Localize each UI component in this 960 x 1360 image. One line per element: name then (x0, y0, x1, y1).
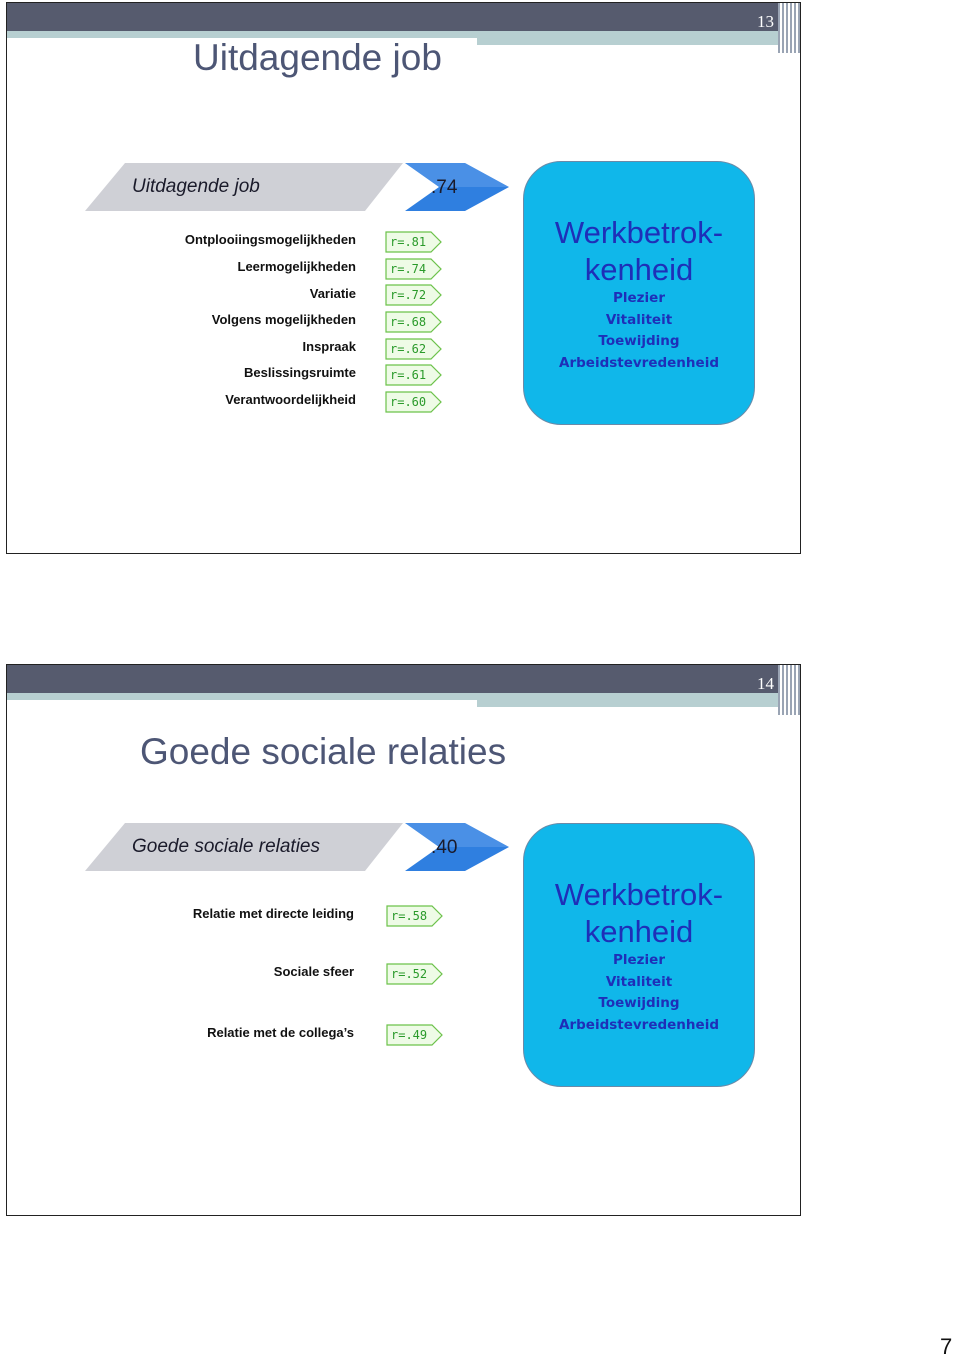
header-accent-band (7, 31, 790, 38)
outcome-item: Vitaliteit (605, 311, 673, 328)
outcome-box: Werkbetrok- kenheid Plezier Vitaliteit T… (523, 161, 755, 425)
factor-label: Relatie met directe leiding (192, 906, 354, 921)
correlation-tag: r=.72 (385, 284, 443, 306)
header-stripes (778, 665, 800, 715)
header-accent-band (7, 693, 790, 700)
correlation-arrow: .40 (405, 823, 511, 871)
correlation-tag-text: r=.58 (391, 909, 428, 923)
correlation-tag-text: r=.61 (390, 368, 427, 382)
banner-label: Goede sociale relaties (132, 836, 320, 857)
outcome-title-line: Werkbetrok- (554, 215, 724, 250)
banner-shape (85, 823, 403, 871)
factor-label: Relatie met de collega’s (207, 1025, 354, 1040)
correlation-tag: r=.60 (385, 391, 443, 413)
correlation-tag-text: r=.72 (390, 288, 427, 302)
outcome-item: Arbeidstevredenheid (559, 1016, 719, 1033)
factor-label: Ontplooiingsmogelijkheden (184, 232, 356, 247)
outcome-title-line: kenheid (584, 252, 694, 287)
arrow-shape (405, 163, 509, 211)
correlation-value: .40 (431, 837, 458, 858)
header-band (7, 665, 790, 693)
page-number: 7 (940, 1334, 953, 1359)
outcome-title-line: Werkbetrok- (554, 877, 724, 912)
slide-number: 14 (757, 674, 774, 693)
header-band (7, 3, 790, 31)
banner-shape (85, 163, 403, 211)
correlation-tag-text: r=.81 (390, 235, 427, 249)
factor-label: Sociale sfeer (273, 964, 354, 979)
correlation-tag: r=.52 (386, 963, 444, 985)
factor-label: Beslissingsruimte (244, 365, 356, 380)
correlation-tag: r=.74 (385, 258, 443, 280)
correlation-tag: r=.61 (385, 364, 443, 386)
correlation-arrow: .74 (405, 163, 511, 211)
header-stripes (778, 3, 800, 53)
slide-number: 13 (757, 12, 774, 31)
correlation-tag: r=.49 (386, 1024, 444, 1046)
outcome-item: Toewijding (598, 995, 680, 1011)
factor-banner: Goede sociale relaties (85, 823, 405, 871)
factor-label: Leermogelijkheden (237, 259, 356, 274)
outcome-item: Vitaliteit (605, 973, 673, 990)
correlation-tag-text: r=.74 (390, 262, 427, 276)
factor-label: Verantwoordelijkheid (225, 392, 356, 407)
correlation-tag: r=.58 (386, 905, 444, 927)
correlation-tag-text: r=.68 (390, 315, 427, 329)
factor-label: Variatie (309, 286, 356, 301)
outcome-item: Toewijding (598, 333, 680, 349)
slide-14: 14 Goede sociale relaties Goede sociale … (6, 664, 801, 1216)
correlation-tag: r=.81 (385, 231, 443, 253)
factor-label: Inspraak (302, 339, 356, 354)
banner-label: Uitdagende job (132, 176, 260, 197)
slide-title: Uitdagende job (193, 37, 442, 78)
header-accent-band-short (477, 700, 790, 707)
correlation-tag: r=.68 (385, 311, 443, 333)
factor-label: Volgens mogelijkheden (211, 312, 356, 327)
outcome-box: Werkbetrok- kenheid Plezier Vitaliteit T… (523, 823, 755, 1087)
arrow-shape (405, 823, 509, 871)
correlation-tag-text: r=.60 (390, 395, 427, 409)
correlation-tag-text: r=.49 (391, 1028, 428, 1042)
correlation-tag: r=.62 (385, 338, 443, 360)
outcome-title: Werkbetrok- kenheid (524, 876, 754, 950)
correlation-tag-text: r=.52 (391, 967, 428, 981)
outcome-item: Arbeidstevredenheid (559, 354, 719, 371)
correlation-tag-text: r=.62 (390, 342, 427, 356)
header-accent-band-short (477, 38, 790, 45)
outcome-item: Plezier (613, 290, 665, 306)
outcome-title: Werkbetrok- kenheid (524, 214, 754, 288)
slide-title: Goede sociale relaties (140, 731, 507, 772)
correlation-value: .74 (431, 177, 458, 198)
factor-banner: Uitdagende job (85, 163, 405, 211)
outcome-item: Plezier (613, 952, 665, 968)
outcome-title-line: kenheid (584, 914, 694, 949)
slide-13: 13 Uitdagende job Uitdagende job .74 Ont… (6, 2, 801, 554)
